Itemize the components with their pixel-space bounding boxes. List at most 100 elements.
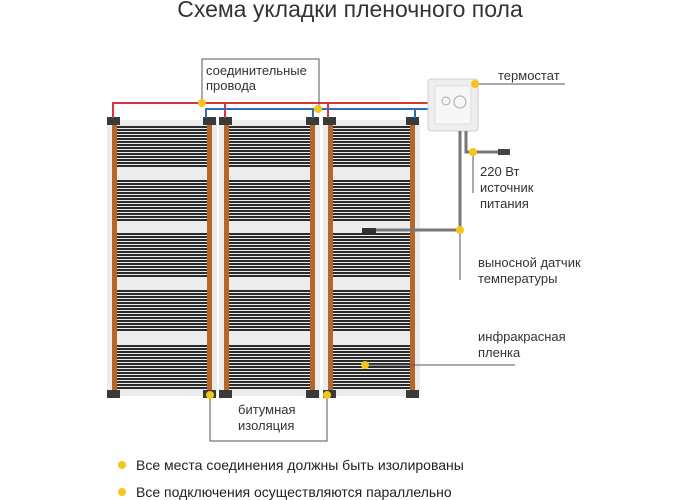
heating-stripe [331,354,412,356]
heating-stripe [115,201,209,203]
heating-stripe [227,320,312,322]
heating-stripe [115,248,209,250]
diagram-title: Схема укладки пленочного пола [177,0,523,22]
heating-stripe [331,263,412,265]
heating-stripe [115,210,209,212]
heating-stripe [115,242,209,244]
heating-stripe [115,156,209,158]
connector [107,117,120,125]
heating-stripe [331,207,412,209]
marker-dot [361,361,369,369]
label-sensor-2: температуры [478,271,558,286]
heating-stripe [227,165,312,167]
heating-stripe [331,266,412,268]
heating-stripe [115,320,209,322]
heating-stripe [331,326,412,328]
heating-stripe [331,257,412,259]
heating-stripe [331,378,412,380]
phase-wire [112,102,430,118]
heating-stripe [331,290,412,292]
heating-stripe [115,372,209,374]
heating-stripe [331,320,412,322]
heating-stripe [227,239,312,241]
heating-stripe [331,132,412,134]
heating-stripe [227,260,312,262]
heating-stripe [331,180,412,182]
heating-stripe [115,345,209,347]
heating-stripe [227,242,312,244]
heating-stripe [115,239,209,241]
marker-dot [456,226,464,234]
heating-stripe [331,129,412,131]
heating-stripe [115,251,209,253]
heating-stripe [331,138,412,140]
heating-stripe [115,275,209,277]
heating-stripe [227,296,312,298]
power-cable [464,131,500,154]
heating-stripe [227,195,312,197]
heating-stripe [227,275,312,277]
heating-stripe [115,141,209,143]
heating-stripe [115,296,209,298]
label-power-2: источник [480,180,534,195]
heating-stripe [115,348,209,350]
heating-stripe [331,323,412,325]
heating-stripe [227,132,312,134]
heating-stripe [227,272,312,274]
heating-stripe [331,165,412,167]
heating-stripe [331,366,412,368]
heating-stripe [331,296,412,298]
heating-stripe [331,216,412,218]
label-insulation-1: битумная [238,402,296,417]
heating-stripe [227,138,312,140]
heating-stripe [331,153,412,155]
heating-stripe [331,233,412,235]
heating-stripe [115,236,209,238]
heating-stripe [115,363,209,365]
heating-stripe [227,305,312,307]
heating-stripe [227,156,312,158]
heating-stripe [227,317,312,319]
heating-stripe [227,366,312,368]
heating-stripe [227,180,312,182]
heating-stripe [331,219,412,221]
heating-stripe [115,213,209,215]
label-sensor-1: выносной датчик [478,255,581,270]
heating-stripe [331,351,412,353]
copper-bus [207,122,212,392]
heating-stripe [227,216,312,218]
heating-stripe [115,180,209,182]
label-power-1: 220 Вт [480,164,520,179]
heating-stripe [331,363,412,365]
heating-stripe [331,275,412,277]
connector [219,390,232,398]
heating-stripe [227,351,312,353]
heating-stripe [115,326,209,328]
heating-stripe [331,150,412,152]
heating-stripe [227,360,312,362]
heating-stripe [227,251,312,253]
copper-bus [112,122,117,392]
heating-stripe [331,245,412,247]
heating-stripe [115,290,209,292]
heating-stripe [115,192,209,194]
heating-stripe [227,159,312,161]
heating-stripe [331,348,412,350]
connector [107,390,120,398]
heating-stripe [331,210,412,212]
heating-stripe [331,345,412,347]
heating-stripe [115,189,209,191]
heating-stripe [227,381,312,383]
heating-stripe [227,290,312,292]
heating-stripe [115,311,209,313]
heating-stripe [227,266,312,268]
copper-bus [224,122,229,392]
heating-stripe [227,372,312,374]
copper-bus [310,122,315,392]
label-insulation-2: изоляция [238,418,295,433]
heating-stripe [115,153,209,155]
heating-stripe [227,375,312,377]
heating-stripe [331,369,412,371]
heating-stripe [227,210,312,212]
